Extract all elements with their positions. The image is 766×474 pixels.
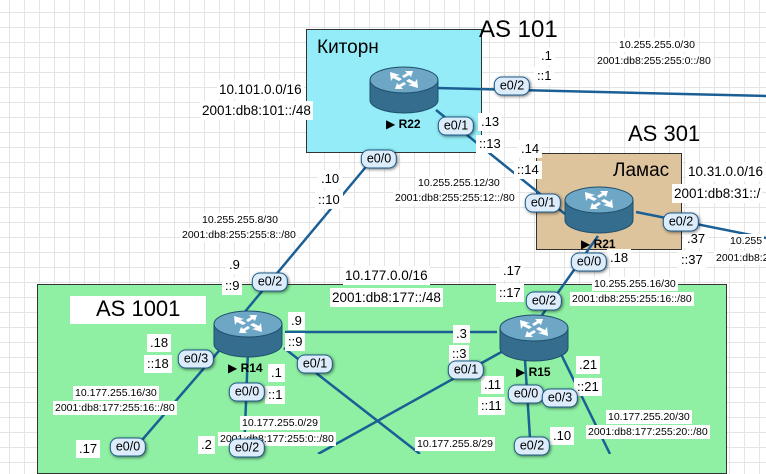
r15-e01-v4: .3 (453, 325, 470, 343)
r14-e02-v4: .9 (226, 256, 243, 274)
router-r22-icon[interactable] (368, 66, 440, 116)
int20-v6: 2001:db8:177:255:20::/80 (586, 425, 710, 439)
as301-title: AS 301 (628, 121, 701, 146)
router-r15-name: R15 (528, 365, 551, 379)
router-r22-name: R22 (398, 117, 421, 131)
network-topology-canvas: AS 101 Киторн AS 301 Ламас AS 1001 10.10… (37, 16, 766, 474)
r14-e00-v4: .1 (268, 364, 285, 382)
link0-v4: 10.255.255.0/30 (617, 38, 697, 52)
links-layer (129, 86, 766, 454)
int16-v6: 2001:db8:177:255:16::/80 (53, 401, 177, 415)
play-icon: ▶ (581, 237, 591, 251)
link12-v4: 10.255.255.12/30 (416, 176, 502, 190)
as101-name: Киторн (317, 37, 379, 58)
port-r22-e02[interactable]: e0/2 (493, 76, 531, 96)
int8-v4: 10.177.255.8/29 (415, 437, 495, 451)
port-r21-e00[interactable]: e0/0 (570, 252, 608, 272)
port-r21-e02[interactable]: e0/2 (662, 212, 700, 232)
port-r14-e03[interactable]: e0/3 (177, 349, 215, 369)
bottom-right-v4: .10 (550, 427, 575, 445)
port-r15-e01[interactable]: e0/1 (447, 360, 485, 380)
port-bottom-mid[interactable]: e0/2 (228, 438, 266, 458)
router-r15-icon[interactable] (498, 314, 570, 364)
r14-e01-v6: ::9 (285, 333, 306, 351)
link8-v4: 10.255.255.8/30 (200, 213, 280, 227)
r14-e00-v6: ::1 (265, 386, 286, 404)
r21-e01-v4: .14 (518, 140, 543, 158)
port-r15-e03[interactable]: e0/3 (541, 388, 579, 408)
as1001-net-v4: 10.177.0.0/16 (343, 266, 430, 285)
link24-v6: 2001:db8:2 (714, 251, 766, 265)
play-icon: ▶ (516, 365, 526, 379)
r22-e01-v4: .13 (478, 113, 503, 131)
r22-e02-v4: .1 (538, 47, 555, 65)
bottom-left-v4: .17 (76, 440, 101, 458)
router-r14-name: R14 (240, 361, 263, 375)
port-bottom-left[interactable]: e0/0 (109, 437, 147, 457)
as1001-net-v6: 2001:db8:177::/48 (330, 288, 443, 307)
play-icon: ▶ (386, 117, 396, 131)
port-r21-e01[interactable]: e0/1 (524, 193, 562, 213)
int20-v4: 10.177.255.20/30 (606, 410, 692, 424)
as101-net-v4: 10.101.0.0/16 (217, 80, 304, 99)
port-r15-e00[interactable]: e0/0 (507, 384, 545, 404)
port-r22-e01[interactable]: e0/1 (437, 116, 475, 136)
link-r22-r14[interactable] (237, 149, 381, 321)
int16-v4: 10.177.255.16/30 (73, 386, 159, 400)
link0-v6: 2001:db8:255:255:0::/80 (595, 54, 713, 68)
router-r21-icon[interactable] (563, 186, 635, 236)
r14-e01-v4: .9 (288, 312, 305, 330)
r15-e00-v4: .11 (481, 376, 505, 394)
r15-e03-v6: ::21 (574, 378, 602, 396)
r15-e00-v6: ::11 (478, 397, 505, 415)
r21-e01-v6: ::14 (514, 161, 542, 179)
as101-net-v6: 2001:db8:101::/48 (200, 101, 313, 120)
play-icon: ▶ (228, 361, 238, 375)
port-r14-e02[interactable]: e0/2 (251, 272, 289, 292)
r14-e03-v6: ::18 (144, 355, 172, 373)
r14-e02-v6: ::9 (222, 277, 243, 295)
router-r21-name: R21 (593, 237, 616, 251)
link8-v6: 2001:db8:255:255:8::/80 (180, 228, 298, 242)
link16-v6: 2001:db8:255:255:16::/80 (570, 292, 694, 306)
as101-title: AS 101 (479, 16, 558, 43)
as301-net-v4: 10.31.0.0/16 (686, 162, 766, 181)
r15-e01-v6: ::3 (449, 345, 470, 363)
link16-v4: 10.255.255.16/30 (592, 277, 678, 291)
port-bottom-right[interactable]: e0/2 (513, 436, 551, 456)
router-r14-icon[interactable] (212, 310, 284, 360)
r21-e00-v4: .18 (607, 249, 632, 267)
port-r15-e02[interactable]: e0/2 (525, 291, 563, 311)
link12-v6: 2001:db8:255:255:12::/80 (393, 191, 517, 205)
r15-e02-v4: .17 (500, 262, 525, 280)
r15-e02-v6: ::17 (496, 284, 524, 302)
as301-name: Ламас (613, 160, 670, 181)
r15-e03-v4: .21 (576, 356, 601, 374)
router-r14-label[interactable]: ▶ R14 (228, 361, 263, 375)
r22-e00-v4: .10 (318, 170, 343, 188)
link24-v4: 10.255 (728, 234, 765, 248)
r14-e03-v4: .18 (147, 334, 172, 352)
as301-net-v6: 2001:db8:31::/ (672, 184, 763, 203)
router-r15-label[interactable]: ▶ R15 (516, 365, 551, 379)
r21-e02-v4: .37 (684, 230, 709, 248)
as1001-title: AS 1001 (70, 296, 207, 324)
link-r22-isp[interactable] (435, 86, 766, 98)
r22-e01-v6: ::13 (476, 135, 504, 153)
r22-e00-v6: ::10 (315, 191, 343, 209)
router-r21-label[interactable]: ▶ R21 (581, 237, 616, 251)
int0-v4: 10.177.255.0/29 (240, 416, 320, 430)
port-r22-e00[interactable]: e0/0 (360, 149, 398, 169)
link-r21-east[interactable] (635, 210, 766, 240)
r21-e02-v6: ::37 (678, 251, 706, 269)
bottom-mid-v4: .2 (198, 436, 215, 454)
r22-e02-v6: ::1 (534, 67, 555, 85)
router-r22-label[interactable]: ▶ R22 (386, 117, 421, 131)
port-r14-e00[interactable]: e0/0 (228, 382, 266, 402)
port-r14-e01[interactable]: e0/1 (296, 354, 334, 374)
